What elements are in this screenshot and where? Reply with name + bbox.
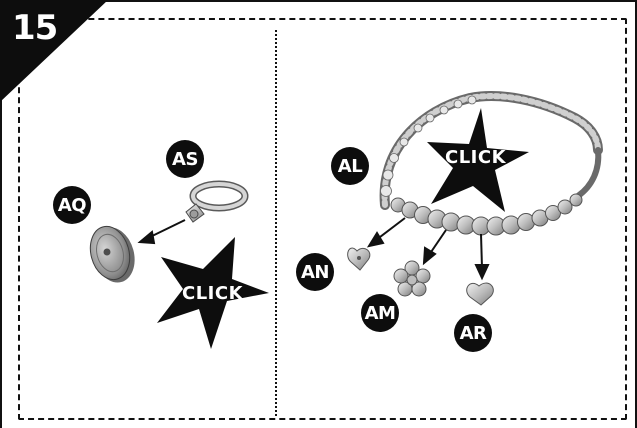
part-al-headband xyxy=(379,91,603,236)
click-star-left xyxy=(155,233,270,351)
click-label-right: CLICK xyxy=(445,147,507,168)
label-badge-ar: AR xyxy=(454,314,492,352)
label-badge-as: AS xyxy=(166,140,204,178)
label-badge-aq: AQ xyxy=(53,186,91,224)
label-badge-an: AN xyxy=(296,253,334,291)
arrow-al-to-an xyxy=(366,217,406,248)
part-am-flower xyxy=(393,260,431,297)
label-badge-am: AM xyxy=(361,294,399,332)
dashed-frame xyxy=(18,18,627,420)
click-label-left: CLICK xyxy=(182,283,244,304)
dotted-divider xyxy=(275,30,277,416)
part-an-heart xyxy=(347,247,371,271)
part-aq-disc xyxy=(89,225,135,283)
part-as-ring xyxy=(185,180,249,223)
step-corner xyxy=(0,0,108,102)
arrow-as-to-aq xyxy=(137,219,186,245)
label-badge-al: AL xyxy=(331,147,369,185)
arrow-al-to-ar xyxy=(474,233,490,281)
part-ar-heart xyxy=(466,282,494,306)
arrow-al-to-am xyxy=(422,229,447,266)
click-star-right xyxy=(425,108,533,214)
step-number: 15 xyxy=(12,8,58,48)
